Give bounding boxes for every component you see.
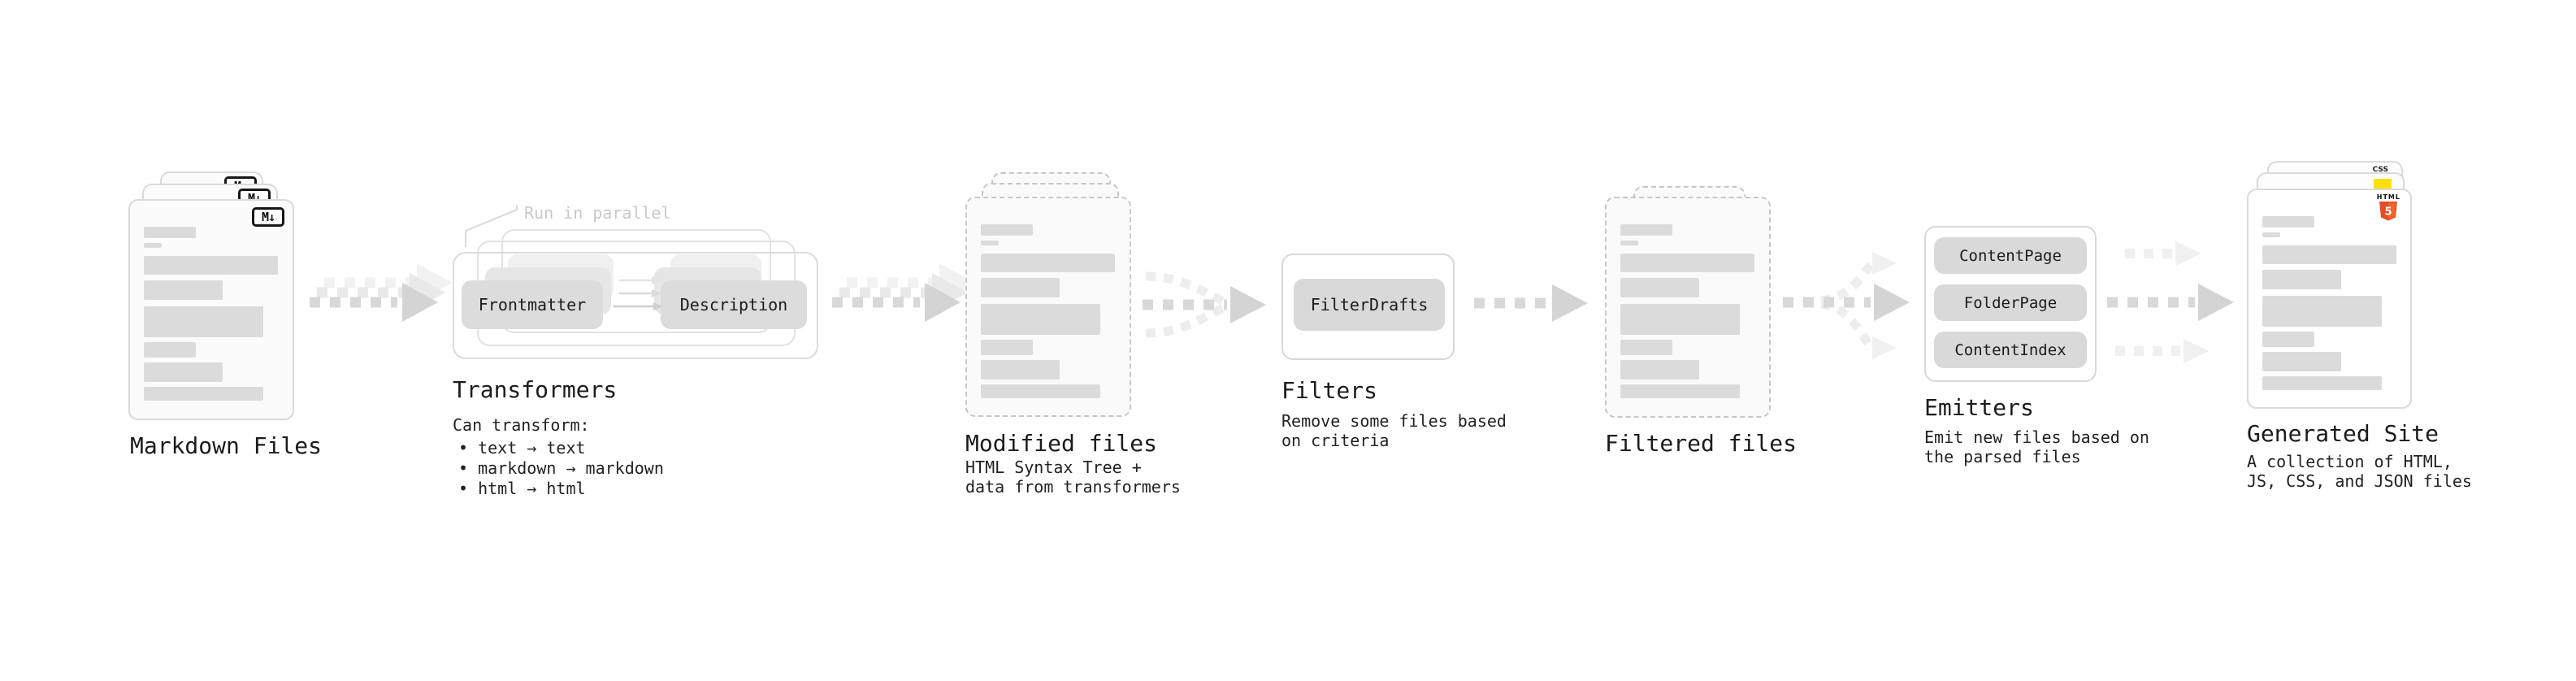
folderpage-chip: FolderPage: [1934, 284, 2087, 321]
modified-files-caption: data from transformers: [965, 477, 1181, 497]
markdown-icon: M↓: [252, 207, 284, 227]
markdown-files-title: Markdown Files: [130, 432, 323, 459]
transformers-title: Transformers: [453, 376, 618, 403]
svg-text:5: 5: [2385, 206, 2392, 219]
placeholder-bar: [2262, 245, 2396, 264]
placeholder-bar: [2262, 270, 2341, 289]
run-in-parallel-annotation: Run in parallel: [524, 203, 671, 223]
placeholder-bar: [1620, 241, 1638, 245]
transformer-pipeline-box: [453, 252, 818, 359]
arrow-emitters-to-generated-icon: [2107, 241, 2234, 363]
html-file-card: HTML 5: [2247, 189, 2412, 409]
transformers-bullet: • markdown → markdown: [458, 458, 664, 478]
transformers-bullet: • html → html: [458, 479, 586, 498]
filtered-files-stack: [1605, 186, 1771, 418]
markdown-file-card: M↓: [128, 199, 294, 420]
filtered-file-card: [1605, 197, 1771, 418]
placeholder-bar: [144, 280, 223, 300]
arrow-filters-to-filtered-icon: [1474, 284, 1588, 322]
emitters-caption: Emit new files based on: [1924, 427, 2149, 447]
placeholder-bar: [1620, 278, 1699, 297]
filters-caption: on criteria: [1281, 431, 1390, 450]
placeholder-bar: [1620, 224, 1672, 236]
generated-site-stack: CSS HTML 5: [2247, 150, 2412, 409]
placeholder-bar: [1620, 304, 1740, 335]
document-placeholder-lines: [967, 198, 1130, 415]
arrow-filtered-to-emitters-icon: [1783, 252, 1910, 359]
placeholder-bar: [2262, 232, 2280, 237]
placeholder-bar: [981, 360, 1060, 380]
generated-site-title: Generated Site: [2247, 420, 2439, 447]
placeholder-bar: [981, 241, 999, 245]
placeholder-bar: [2262, 216, 2314, 228]
placeholder-bar: [144, 243, 162, 248]
placeholder-bar: [981, 278, 1060, 297]
html5-icon: HTML 5: [2377, 194, 2400, 222]
arrow-transformers-to-modified-icon: [832, 263, 975, 322]
placeholder-bar: [981, 340, 1033, 355]
placeholder-bar: [2262, 296, 2382, 327]
html5-wordmark: HTML: [2376, 193, 2400, 201]
placeholder-bar: [1620, 360, 1699, 380]
transformer-step-arrows-icon: [613, 276, 663, 310]
filters-caption: Remove some files based: [1281, 411, 1507, 431]
filters-title: Filters: [1281, 377, 1378, 404]
frontmatter-chip: Frontmatter: [462, 280, 603, 329]
placeholder-bar: [144, 387, 263, 401]
js-icon: [2374, 179, 2392, 190]
filterdrafts-chip: FilterDrafts: [1294, 279, 1445, 331]
modified-files-stack: [965, 172, 1131, 417]
modified-file-card: [965, 197, 1131, 417]
placeholder-bar: [1620, 340, 1672, 355]
document-placeholder-lines: [2249, 190, 2410, 407]
placeholder-bar: [144, 256, 278, 275]
transformers-caption: Can transform:: [453, 415, 590, 435]
placeholder-bar: [981, 254, 1115, 272]
modified-files-title: Modified files: [965, 430, 1158, 457]
document-placeholder-lines: [1607, 198, 1769, 416]
filtered-files-title: Filtered files: [1605, 430, 1798, 457]
placeholder-bar: [1620, 384, 1740, 398]
modified-files-caption: HTML Syntax Tree +: [965, 458, 1142, 477]
placeholder-bar: [981, 224, 1033, 236]
placeholder-bar: [2262, 332, 2314, 347]
placeholder-bar: [2262, 352, 2341, 371]
arrow-markdown-to-transformers-icon: [310, 263, 453, 322]
html5-shield: 5: [2379, 202, 2398, 221]
placeholder-bar: [144, 306, 263, 337]
arrow-modified-to-filters-icon: [1143, 271, 1266, 338]
placeholder-bar: [144, 227, 196, 238]
placeholder-bar: [2262, 376, 2382, 390]
placeholder-bar: [144, 362, 223, 382]
generated-site-caption: A collection of HTML,: [2247, 452, 2452, 471]
transformers-bullet: • text → text: [458, 438, 586, 458]
contentindex-chip: ContentIndex: [1934, 332, 2087, 368]
transformers-group: Run in parallel Frontmatter Description: [453, 195, 835, 366]
document-placeholder-lines: [130, 201, 293, 419]
placeholder-bar: [981, 384, 1100, 398]
markdown-files-stack: M↓ M↓ M↓: [128, 167, 294, 420]
emitters-title: Emitters: [1924, 394, 2034, 421]
generated-site-caption: JS, CSS, and JSON files: [2247, 471, 2472, 491]
placeholder-bar: [1620, 254, 1754, 272]
emitters-caption: the parsed files: [1924, 447, 2081, 466]
description-chip: Description: [661, 280, 807, 329]
placeholder-bar: [981, 304, 1100, 335]
contentpage-chip: ContentPage: [1934, 237, 2087, 274]
placeholder-bar: [144, 342, 196, 358]
